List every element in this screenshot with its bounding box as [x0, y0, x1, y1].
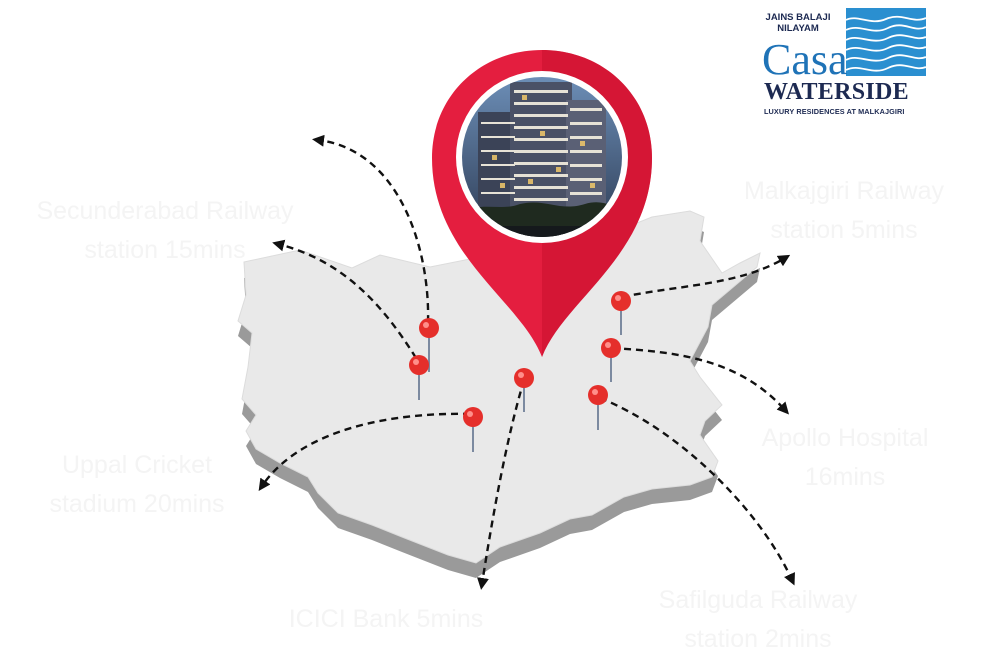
brand-logo: JAINS BALAJI NILAYAM Casa WATERSIDE LUXU… — [760, 8, 928, 118]
label-secunderabad-line1: Secunderabad Railway — [36, 197, 294, 225]
route-arrow-icici — [476, 379, 526, 590]
brand-name-casa: Casa — [762, 35, 848, 84]
label-secunderabad-line2: station 15mins — [84, 236, 246, 264]
label-malkajgiri-line1: Malkajgiri Railway — [743, 177, 945, 205]
route-arrow-secunderabad-top — [312, 134, 430, 323]
developer-name-line1: JAINS BALAJI — [765, 12, 831, 23]
location-pin — [601, 338, 621, 382]
location-pin — [611, 291, 631, 335]
location-pin — [463, 407, 483, 452]
label-icici-line1: ICICI Bank 5mins — [288, 605, 484, 633]
route-arrow-uppal — [258, 412, 471, 491]
label-uppal-line1: Uppal Cricket — [61, 451, 213, 479]
location-pin — [514, 368, 534, 412]
label-uppal: Uppal Cricket stadium 20mins — [12, 446, 262, 524]
route-arrows — [258, 134, 795, 590]
label-uppal-line2: stadium 20mins — [49, 490, 225, 518]
label-safilguda: Safilguda Railway station 2mins — [628, 581, 888, 659]
label-icici: ICICI Bank 5mins — [256, 600, 516, 639]
route-arrow-malkajgiri — [621, 254, 791, 299]
brand-name-waterside: WATERSIDE — [764, 79, 909, 105]
label-apollo-line1: Apollo Hospital — [761, 424, 929, 452]
label-malkajgiri: Malkajgiri Railway station 5mins — [714, 172, 974, 250]
label-apollo: Apollo Hospital 16mins — [720, 419, 970, 497]
developer-name: JAINS BALAJI NILAYAM — [760, 12, 836, 34]
wave-icon — [846, 8, 926, 76]
brand-tagline: LUXURY RESIDENCES AT MALKAJGIRI — [764, 107, 905, 116]
residential-tower-photo — [462, 77, 622, 237]
location-pin — [588, 385, 608, 430]
developer-name-line2: NILAYAM — [777, 23, 819, 34]
label-apollo-line2: 16mins — [804, 463, 886, 491]
route-arrow-secunderabad — [272, 239, 418, 359]
label-secunderabad: Secunderabad Railway station 15mins — [12, 192, 318, 270]
label-malkajgiri-line2: station 5mins — [770, 216, 918, 244]
route-arrow-safilguda — [599, 396, 795, 586]
location-pins — [409, 291, 631, 452]
location-pin — [409, 355, 429, 400]
label-safilguda-line2: station 2mins — [684, 625, 832, 653]
main-location-marker — [432, 50, 652, 357]
label-safilguda-line1: Safilguda Railway — [658, 586, 858, 614]
route-arrow-apollo — [611, 346, 790, 415]
